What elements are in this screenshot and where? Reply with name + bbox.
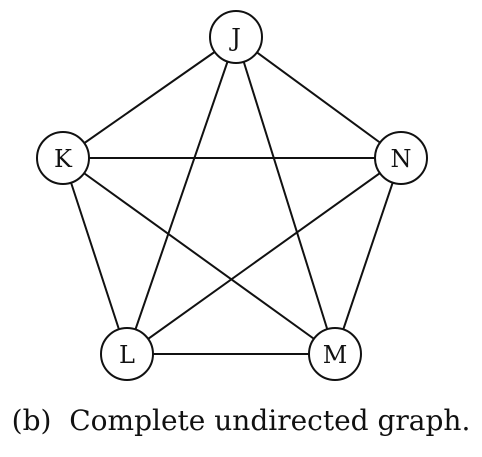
edge-j-l (126, 36, 237, 355)
node-circle (36, 131, 90, 185)
edge-j-n (235, 36, 402, 159)
node-j: J (209, 10, 263, 64)
node-label-m: M (323, 341, 348, 369)
node-label-l: L (119, 341, 135, 369)
node-l: L (100, 327, 154, 381)
node-circle (308, 327, 362, 381)
caption-text: Complete undirected graph. (69, 404, 471, 437)
node-label-j: J (228, 24, 241, 52)
edge-j-m (235, 36, 336, 355)
edge-n-m (334, 157, 402, 355)
figure-caption: (b) Complete undirected graph. (0, 403, 482, 439)
node-n: N (374, 131, 428, 185)
edge-j-k (62, 36, 237, 159)
node-label-k: K (54, 145, 73, 173)
node-circle (100, 327, 154, 381)
edge-k-m (62, 157, 336, 355)
node-k: K (36, 131, 90, 185)
node-label-n: N (391, 145, 412, 173)
node-circle (374, 131, 428, 185)
caption-tag: (b) (11, 404, 52, 437)
node-circle (209, 10, 263, 64)
edges (62, 36, 402, 355)
node-m: M (308, 327, 362, 381)
nodes: J K N L M (36, 10, 428, 381)
edge-k-l (62, 157, 128, 355)
edge-n-l (126, 157, 402, 355)
